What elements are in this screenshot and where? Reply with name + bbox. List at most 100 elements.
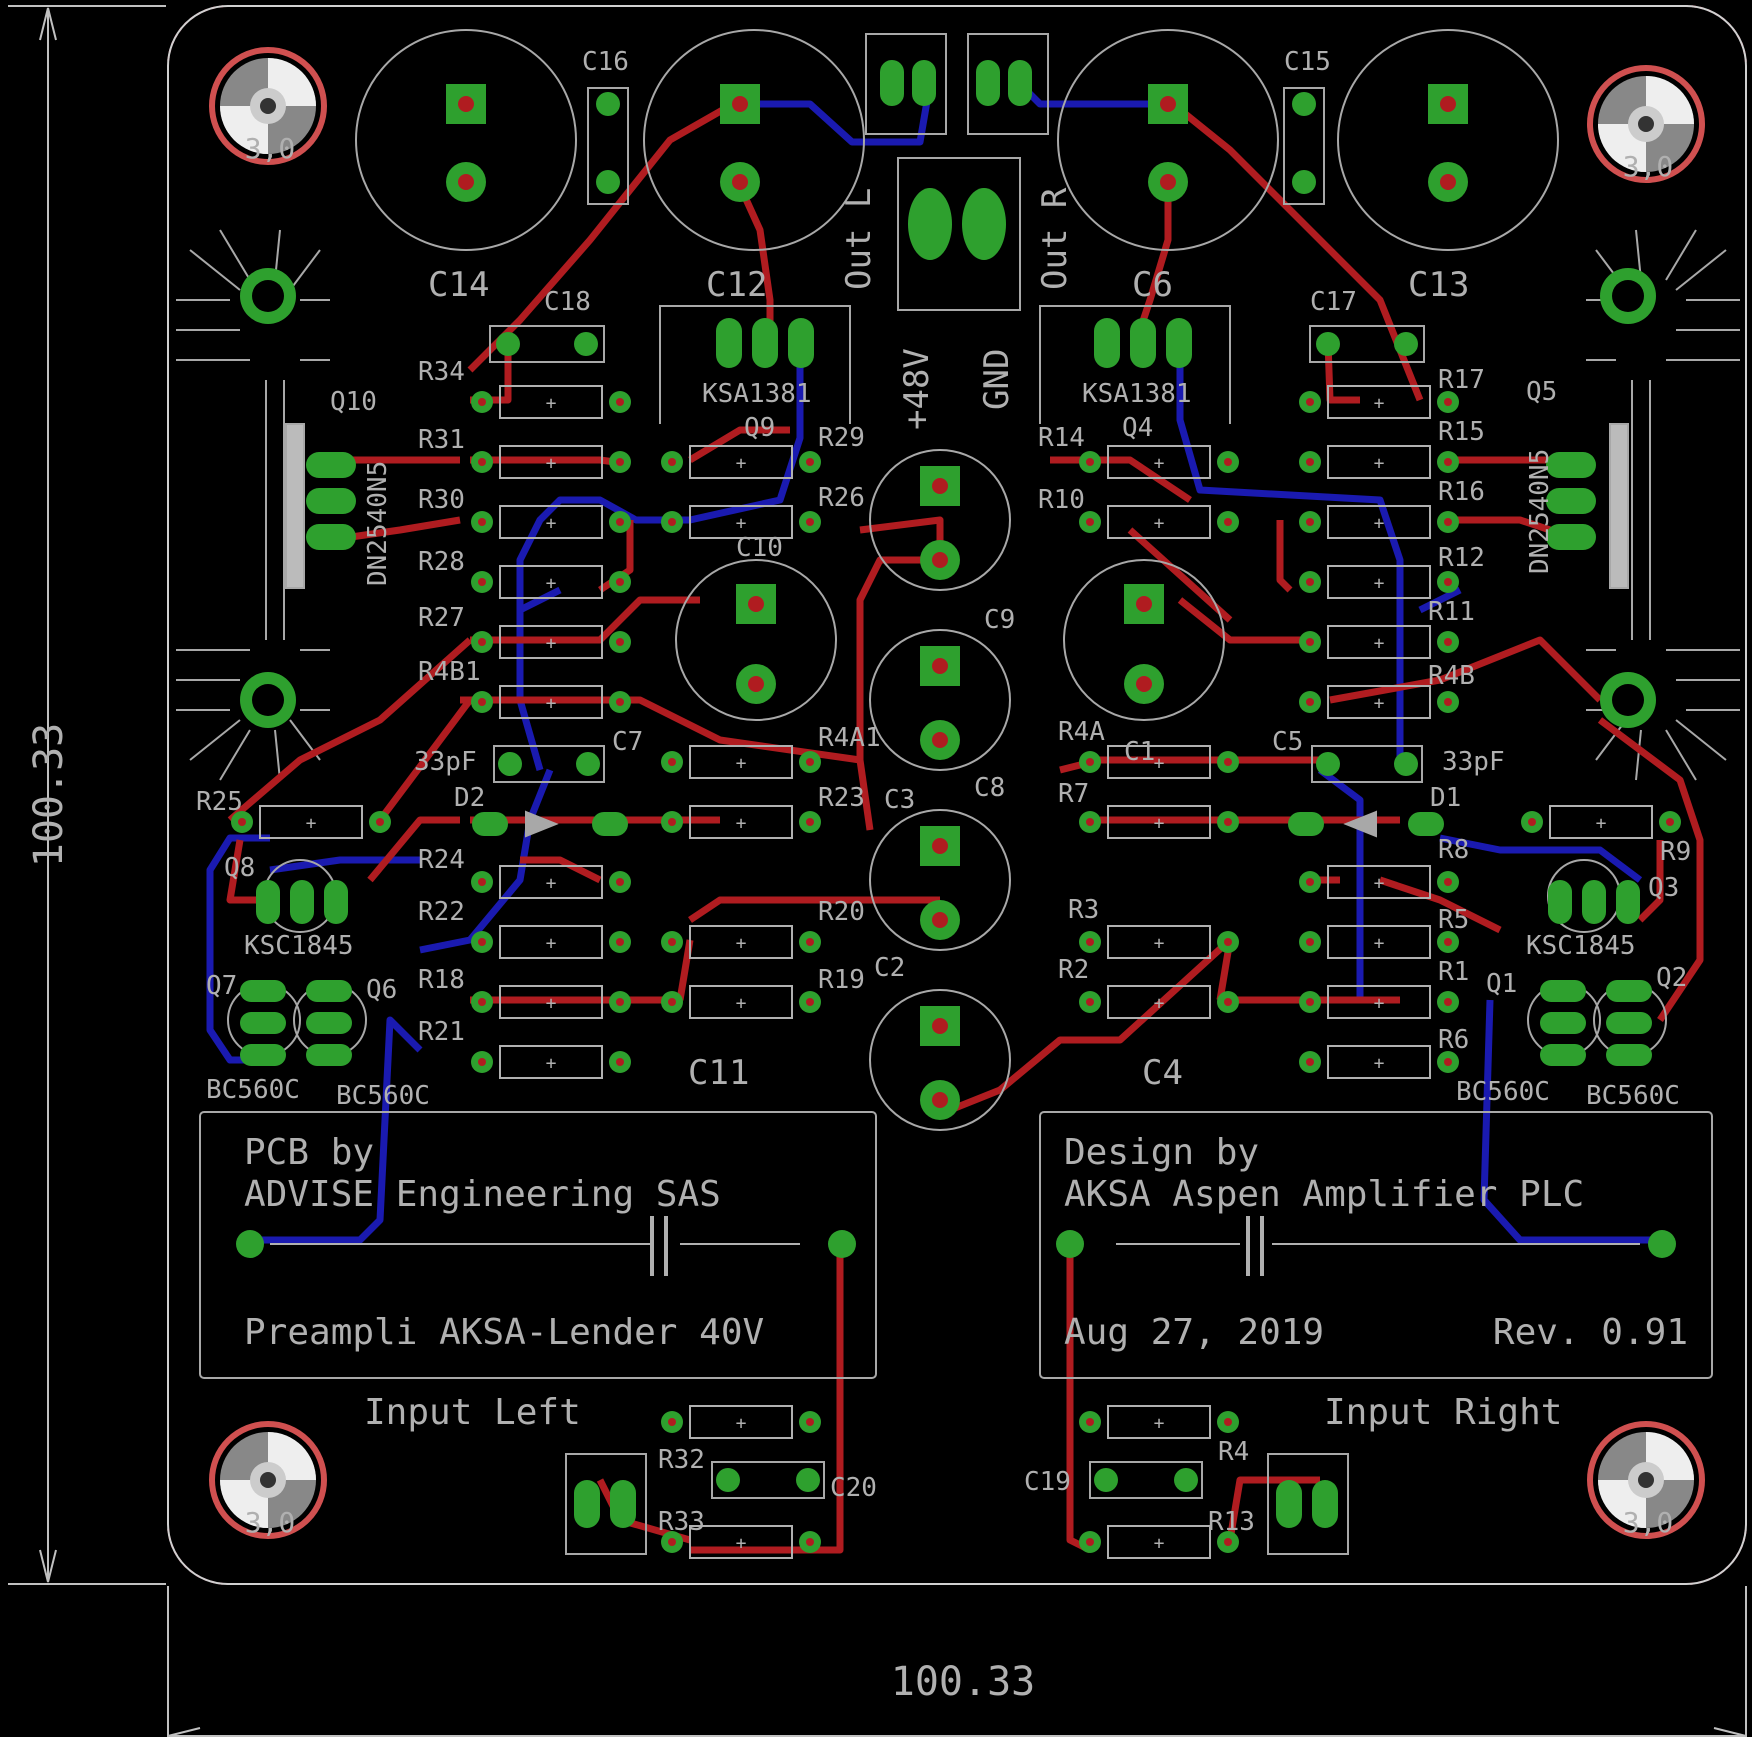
label-R31: R31 <box>418 425 465 455</box>
resistor-body <box>499 865 603 899</box>
resistor-drill <box>1224 1418 1232 1426</box>
resistor-drill <box>668 758 676 766</box>
resistor-drill <box>1306 638 1314 646</box>
mounting-holes: 3,0 3,0 3,0 3,0 <box>209 47 1705 1539</box>
label-R27: R27 <box>418 603 465 633</box>
resistor-center-mark: + <box>1374 873 1385 894</box>
label-C12: C12 <box>706 265 767 305</box>
label-C13: C13 <box>1408 265 1469 305</box>
label-Q10: Q10 <box>330 387 377 417</box>
resistor-drill <box>1444 518 1452 526</box>
label-R2: R2 <box>1058 955 1089 985</box>
resistor-drill <box>668 458 676 466</box>
resistor-center-mark: + <box>1154 1413 1165 1434</box>
resistor-drill <box>1444 638 1452 646</box>
label-C3: C3 <box>884 785 915 815</box>
resistor-drill <box>1224 518 1232 526</box>
label-R13: R13 <box>1208 1507 1255 1537</box>
resistor-body <box>689 1525 793 1559</box>
resistor-body <box>689 925 793 959</box>
resistor-drill <box>1224 938 1232 946</box>
resistor-drill <box>1086 818 1094 826</box>
resistor-center-mark: + <box>1154 993 1165 1014</box>
hole-label: 3,0 <box>245 1506 296 1539</box>
label-R23: R23 <box>818 783 865 813</box>
label-33pf-left: 33pF <box>414 747 477 777</box>
resistor-drill <box>616 1058 624 1066</box>
label-R17: R17 <box>1438 365 1485 395</box>
hole-label: 3,0 <box>1623 150 1674 183</box>
component-pads <box>236 60 1676 1528</box>
resistor-drill <box>478 638 486 646</box>
label-Q9: Q9 <box>744 413 775 443</box>
resistor-body <box>1327 1045 1431 1079</box>
resistor-drill <box>1224 458 1232 466</box>
label-ksa-left: KSA1381 <box>702 379 812 409</box>
resistor-drill <box>668 518 676 526</box>
resistor-center-mark: + <box>546 573 557 594</box>
label-bc-4: BC560C <box>1586 1081 1680 1111</box>
resistor-drill <box>616 458 624 466</box>
label-Q1: Q1 <box>1486 969 1517 999</box>
resistor-drill <box>1086 1418 1094 1426</box>
heatsink-right <box>1586 229 1740 781</box>
resistor-drill <box>1306 938 1314 946</box>
label-R5: R5 <box>1438 905 1469 935</box>
resistor-drill <box>668 818 676 826</box>
resistor-body <box>1549 805 1653 839</box>
resistor-drill <box>1086 458 1094 466</box>
label-R1: R1 <box>1438 957 1469 987</box>
label-Q2: Q2 <box>1656 963 1687 993</box>
resistor-body <box>1327 445 1431 479</box>
label-R7: R7 <box>1058 779 1089 809</box>
film-capacitors <box>489 87 1425 1499</box>
resistor-center-mark: + <box>736 933 747 954</box>
label-48v: +48V <box>897 348 937 430</box>
resistor-body <box>499 1045 603 1079</box>
resistor-drill <box>478 938 486 946</box>
resistor-drill <box>1444 998 1452 1006</box>
resistor-center-mark: + <box>1154 813 1165 834</box>
resistor-drill <box>806 758 814 766</box>
label-C9: C9 <box>984 605 1015 635</box>
label-Q3: Q3 <box>1648 873 1679 903</box>
label-dn-left: DN2540N5 <box>363 461 393 586</box>
resistor-body <box>499 925 603 959</box>
resistor-body <box>499 445 603 479</box>
resistor-center-mark: + <box>736 453 747 474</box>
label-R19: R19 <box>818 965 865 995</box>
info-box-right: Design by AKSA Aspen Amplifier PLC Aug 2… <box>1064 1132 1688 1353</box>
resistor-center-mark: + <box>1154 453 1165 474</box>
resistor-drill <box>1306 1058 1314 1066</box>
resistor-drill <box>806 998 814 1006</box>
resistors: ++++++++++++++++++++++++++++++++++++++ <box>231 385 1681 1559</box>
resistor-drill <box>616 998 624 1006</box>
label-C14: C14 <box>428 265 489 305</box>
label-R24: R24 <box>418 845 465 875</box>
label-R4B: R4B <box>1428 661 1475 691</box>
resistor-drill <box>1444 1058 1452 1066</box>
resistor-center-mark: + <box>546 693 557 714</box>
resistor-drill <box>376 818 384 826</box>
resistor-center-mark: + <box>546 513 557 534</box>
label-C7: C7 <box>612 727 643 757</box>
resistor-center-mark: + <box>1374 513 1385 534</box>
label-R8: R8 <box>1438 835 1469 865</box>
resistor-center-mark: + <box>1154 513 1165 534</box>
resistor-body <box>689 745 793 779</box>
label-Q8: Q8 <box>224 853 255 883</box>
label-33pf-right: 33pF <box>1442 747 1505 777</box>
resistor-drill <box>478 398 486 406</box>
label-C2: C2 <box>874 953 905 983</box>
label-D1: D1 <box>1430 783 1461 813</box>
resistor-center-mark: + <box>736 993 747 1014</box>
label-C10: C10 <box>736 533 783 563</box>
resistor-drill <box>1086 518 1094 526</box>
resistor-center-mark: + <box>1596 813 1607 834</box>
resistor-drill <box>478 698 486 706</box>
resistor-drill <box>806 1418 814 1426</box>
info-right-line1: Design by <box>1064 1132 1259 1173</box>
resistor-drill <box>478 458 486 466</box>
resistor-drill <box>1666 818 1674 826</box>
